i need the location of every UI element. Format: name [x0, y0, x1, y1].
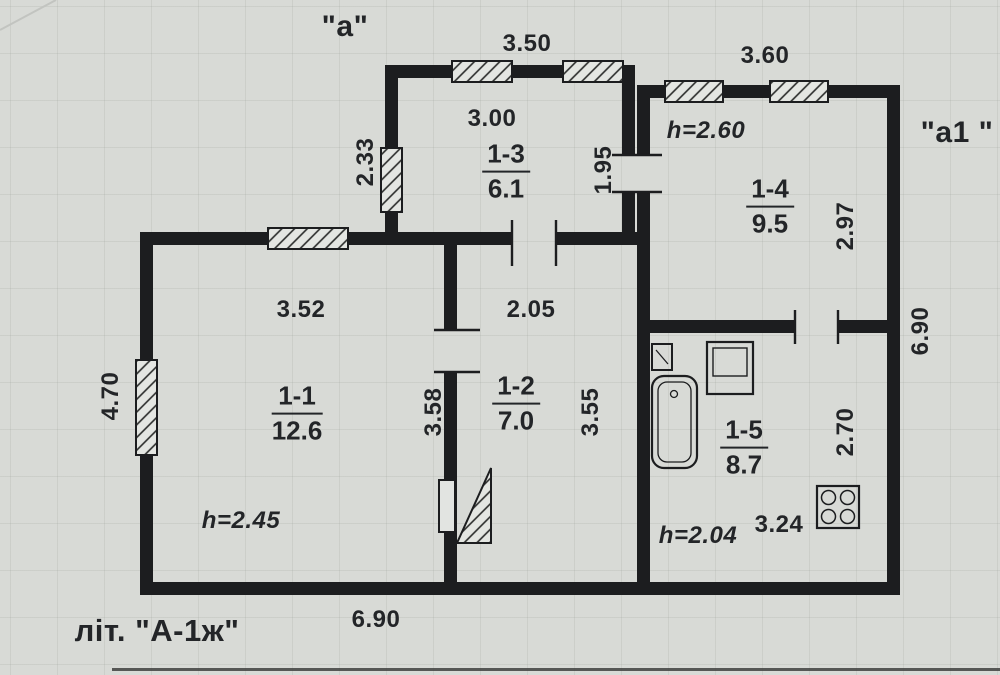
dim-room15-width: 3.24 — [754, 511, 804, 538]
room-number: 1-1 — [271, 381, 323, 415]
dim-room13-left: 2.33 — [352, 137, 379, 187]
room-area: 6.1 — [487, 173, 525, 204]
wall-bottom — [140, 582, 900, 595]
scan-edge-line — [112, 668, 1000, 671]
room-number: 1-4 — [746, 174, 794, 208]
sink-icon — [705, 340, 755, 396]
dim-bottom-outer: 6.90 — [351, 606, 401, 633]
dim-room13-right: 1.95 — [590, 145, 617, 195]
wall-room13-right-lower — [622, 192, 635, 245]
dim-right-outer: 6.90 — [907, 306, 934, 356]
window-room11-top — [267, 227, 349, 250]
room-number: 1-3 — [482, 139, 530, 173]
room-label-1-5: 1-5 8.7 — [720, 415, 768, 481]
room-area: 9.5 — [751, 208, 789, 239]
dim-room14-height: h=2.60 — [666, 117, 746, 144]
wall-niche — [438, 479, 456, 533]
stairs-hatch-icon — [455, 467, 492, 544]
dim-room15-right: 2.70 — [832, 407, 859, 457]
window-room13-1 — [451, 60, 513, 83]
wall-main-upper-right — [556, 232, 650, 245]
wall-room13-right-upper — [622, 78, 635, 155]
fixtures-group — [438, 340, 861, 544]
dim-top-a1: 3.60 — [740, 42, 790, 69]
window-room13-left — [380, 147, 403, 213]
room-label-1-4: 1-4 9.5 — [746, 174, 794, 240]
dim-room11-top: 3.52 — [276, 296, 326, 323]
block-mark-a1: "а1 " — [920, 116, 994, 149]
wall-outer-right — [887, 85, 900, 595]
window-room14-2 — [769, 80, 829, 103]
wall-room14-room15-a — [637, 320, 795, 333]
dim-room13-width: 3.00 — [467, 105, 517, 132]
window-room11-left — [135, 359, 158, 456]
dim-room11-height: h=2.45 — [201, 507, 281, 534]
room-label-1-1: 1-1 12.6 — [271, 381, 323, 447]
wall-room14-room15-b — [838, 320, 900, 333]
dim-top-a: 3.50 — [502, 30, 552, 57]
dim-room15-height: h=2.04 — [658, 522, 738, 549]
windows-group — [135, 60, 829, 456]
door-openings-group — [434, 153, 840, 374]
dim-room12-top: 2.05 — [506, 296, 556, 323]
room-label-1-2: 1-2 7.0 — [492, 371, 540, 437]
room-number: 1-2 — [492, 371, 540, 405]
stove-icon — [815, 484, 861, 530]
room-area: 12.6 — [271, 415, 323, 446]
boiler-icon — [651, 343, 673, 371]
dim-room12-right: 3.55 — [577, 387, 604, 437]
wall-room14-left-upper — [637, 85, 650, 155]
window-room13-2 — [562, 60, 624, 83]
bathtub-icon — [650, 374, 699, 470]
dim-room11-right: 3.58 — [420, 387, 447, 437]
paper-corner-fold — [0, 0, 57, 31]
room-label-1-3: 1-3 6.1 — [482, 139, 530, 205]
wall-room11-room12-upper — [444, 245, 457, 330]
window-room14-1 — [664, 80, 724, 103]
room-area: 8.7 — [725, 449, 763, 480]
dim-room14-right: 2.97 — [832, 201, 859, 251]
building-liter: літ. "А-1ж" — [74, 613, 240, 648]
room-number: 1-5 — [720, 415, 768, 449]
dim-left-outer: 4.70 — [97, 371, 124, 421]
block-mark-a: "а" — [321, 10, 369, 43]
wall-room14-room15-left — [637, 192, 650, 582]
room-area: 7.0 — [497, 405, 535, 436]
